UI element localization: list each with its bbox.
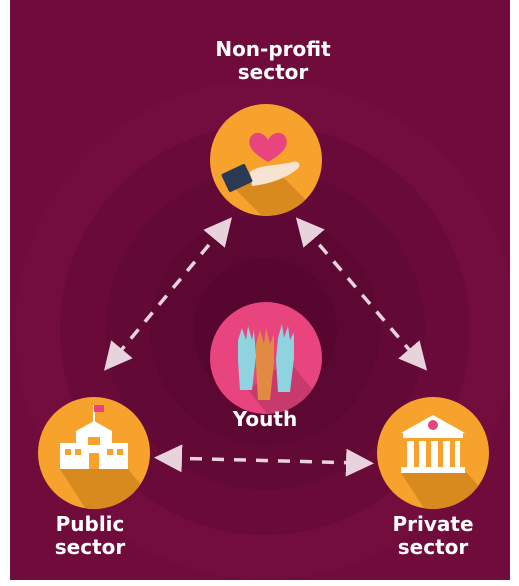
raised-hands-icon: [210, 302, 322, 414]
school-building-icon: [38, 397, 150, 509]
node-label-public: Public sector: [54, 512, 126, 559]
node-private: [375, 395, 491, 511]
connector-nonprofit-private: [295, 217, 428, 371]
node-label-non-profit: Non-profit sector: [215, 37, 331, 84]
node-public: [36, 395, 152, 511]
bank-building-icon: [377, 397, 489, 509]
center-label-youth: Youth: [232, 407, 298, 431]
node-non-profit: [208, 102, 324, 218]
connector-nonprofit-public: [104, 217, 232, 371]
node-label-private: Private sector: [392, 512, 474, 559]
heart-in-hand-icon: [210, 104, 322, 216]
diagram-canvas: Non-profit sector Youth: [10, 0, 510, 580]
connector-public-private: [154, 444, 374, 477]
node-youth: [208, 300, 324, 416]
